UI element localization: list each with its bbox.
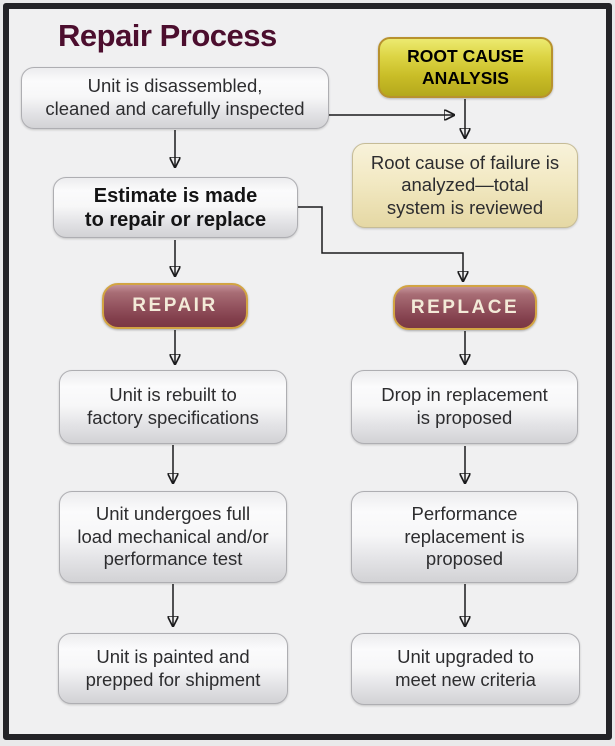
node-label: Root cause of failure is analyzed—total …: [370, 151, 560, 218]
node-upgraded: Unit upgraded to meet new criteria: [351, 633, 580, 705]
node-label: REPAIR: [132, 295, 218, 316]
node-repair-pill: REPAIR: [102, 283, 248, 329]
node-label: Unit is disassembled, cleaned and carefu…: [45, 75, 305, 119]
node-drop-in: Drop in replacement is proposed: [351, 370, 578, 444]
node-label: Estimate is made to repair or replace: [84, 184, 267, 231]
node-painted: Unit is painted and prepped for shipment: [58, 633, 288, 704]
node-root-cause-body: Root cause of failure is analyzed—total …: [352, 143, 578, 228]
page-title: Repair Process: [58, 18, 277, 53]
node-performance: Performance replacement is proposed: [351, 491, 578, 583]
node-rebuilt: Unit is rebuilt to factory specification…: [59, 370, 287, 444]
node-estimate: Estimate is made to repair or replace: [53, 177, 298, 238]
node-replace-pill: REPLACE: [393, 285, 537, 330]
node-unit-disassembled: Unit is disassembled, cleaned and carefu…: [21, 67, 329, 129]
node-label: REPLACE: [410, 296, 520, 318]
node-full-load-test: Unit undergoes full load mechanical and/…: [59, 491, 287, 583]
node-label: Unit is rebuilt to factory specification…: [87, 384, 259, 428]
node-label: ROOT CAUSE ANALYSIS: [407, 45, 524, 88]
node-root-cause-analysis: ROOT CAUSE ANALYSIS: [378, 37, 553, 98]
node-label: Performance replacement is proposed: [404, 503, 525, 570]
node-label: Unit is painted and prepped for shipment: [85, 645, 261, 690]
node-label: Unit upgraded to meet new criteria: [395, 646, 536, 690]
node-label: Drop in replacement is proposed: [381, 384, 548, 428]
node-label: Unit undergoes full load mechanical and/…: [77, 503, 269, 570]
